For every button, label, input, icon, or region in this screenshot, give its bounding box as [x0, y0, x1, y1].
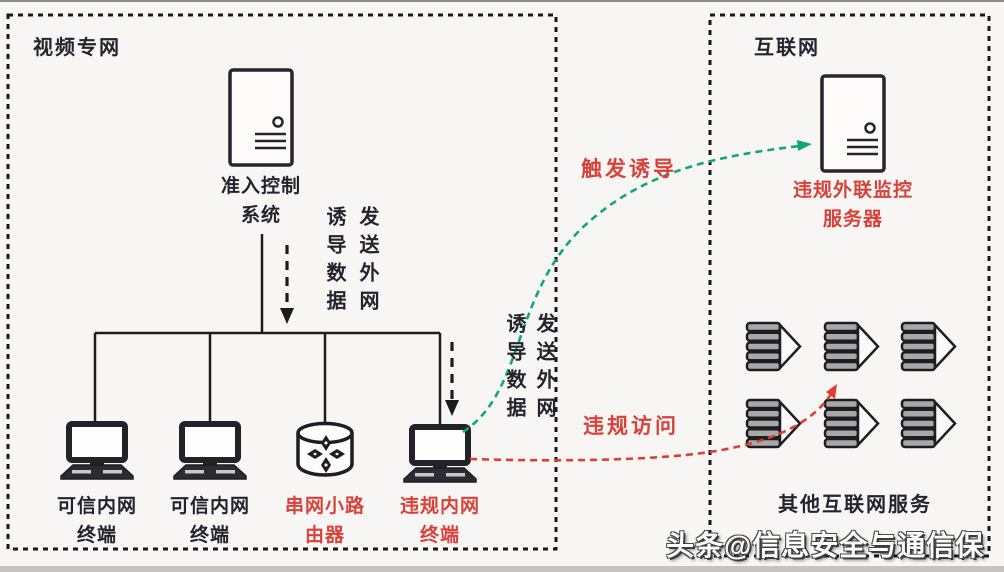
monitoring-server-label-line1: 违规外联监控 [792, 180, 913, 201]
trusted-terminal-2-desktop-icon [174, 424, 246, 479]
violation-access-label: 违规访问 [583, 415, 679, 438]
network-bus-lines [93, 234, 442, 428]
rogue-router-label: 串网小路 由器 [265, 492, 385, 550]
internet-zone-title: 互联网 [754, 37, 820, 59]
violating-terminal-desktop-icon [404, 427, 476, 482]
internet-services-label: 其他互联网服务 [778, 494, 932, 516]
server-stack-arrow-icon-5 [823, 398, 880, 449]
trusted-terminal-2-label: 可信内网 终端 [150, 492, 270, 550]
monitoring-server-tower-icon [820, 74, 886, 173]
video-network-zone-title: 视频专网 [33, 37, 121, 59]
watermark-text: 头条@信息安全与通信保密 [666, 530, 985, 572]
server-stack-arrow-icon-2 [823, 321, 880, 372]
access-control-label: 准入控制 系统 [196, 172, 326, 230]
server-stack-arrow-icon-6 [900, 398, 957, 449]
flow-note-side-left-column: 诱导数据 [503, 313, 525, 425]
trusted-terminal-2-label-line2: 终端 [189, 525, 230, 546]
server-stack-arrow-icon-4 [745, 398, 802, 449]
rogue-router-label-line2: 由器 [304, 525, 345, 546]
access-control-server-tower-icon [228, 68, 294, 167]
monitoring-server-label: 违规外联监控 服务器 [768, 176, 938, 234]
access-control-label-line2: 系统 [240, 205, 281, 226]
flow-note-top-left-column: 诱导数据 [323, 206, 345, 318]
violating-terminal-label-line1: 违规内网 [399, 496, 480, 517]
trusted-terminal-2-label-line1: 可信内网 [169, 496, 250, 517]
video-network-zone-border [6, 13, 558, 551]
induce-data-down-arrow-1 [280, 245, 294, 324]
server-stack-arrow-icon-1 [745, 321, 802, 372]
top-edge-line [0, 0, 1004, 2]
trigger-induce-arrow [462, 140, 812, 434]
rogue-router-label-line1: 串网小路 [284, 496, 365, 517]
violation-access-arrow [469, 384, 837, 462]
server-stack-arrow-icon-3 [900, 321, 957, 372]
trusted-terminal-1-label: 可信内网 终端 [37, 492, 157, 550]
trusted-terminal-1-desktop-icon [61, 424, 133, 479]
access-control-label-line1: 准入控制 [220, 176, 301, 197]
trigger-induce-label: 触发诱导 [581, 158, 677, 181]
violating-terminal-label: 违规内网 终端 [380, 492, 500, 550]
router-cylinder-icon [296, 421, 354, 477]
trusted-terminal-1-label-line1: 可信内网 [56, 496, 137, 517]
induce-data-down-arrow-2 [445, 342, 459, 416]
flow-note-top-right-column: 发送外网 [356, 206, 378, 318]
violating-terminal-label-line2: 终端 [419, 525, 460, 546]
trusted-terminal-1-label-line2: 终端 [76, 525, 117, 546]
flow-note-side-right-column: 发送外网 [533, 313, 555, 425]
bottom-edge-strip [0, 566, 1004, 572]
monitoring-server-label-line2: 服务器 [822, 209, 883, 230]
